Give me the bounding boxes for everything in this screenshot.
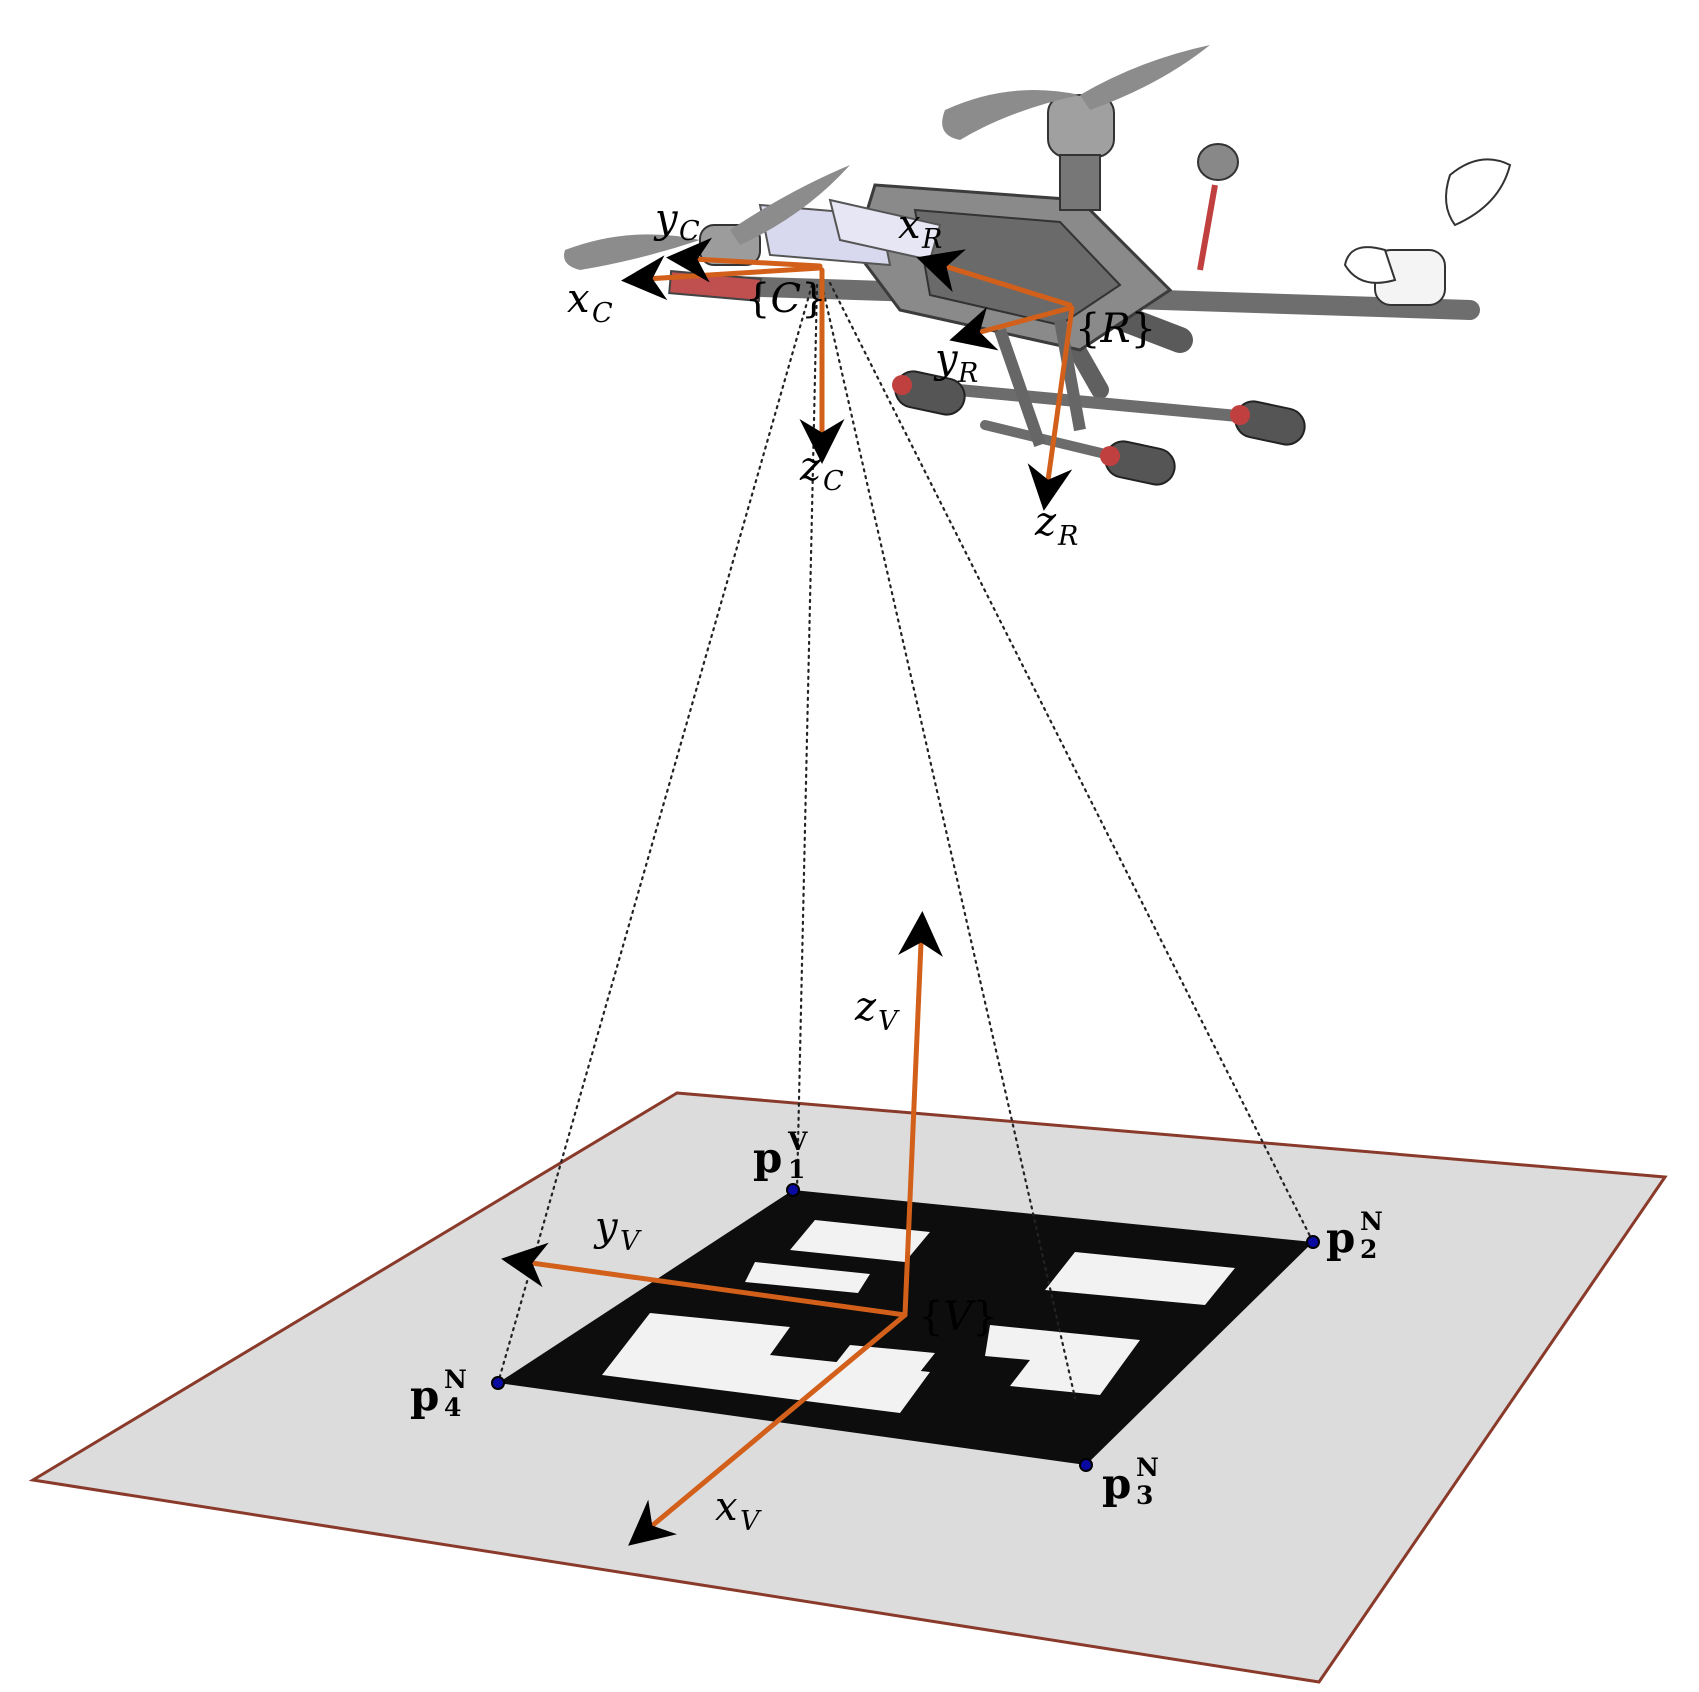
svg-text:{C}: {C}: [745, 276, 827, 322]
svg-text:1: 1: [788, 1155, 805, 1184]
svg-text:C: C: [592, 298, 613, 329]
z-v-axis: [897, 911, 943, 1318]
x-c-axis: [621, 255, 823, 301]
svg-text:2: 2: [1360, 1235, 1377, 1264]
label-y-c: y C: [653, 196, 700, 247]
svg-text:p: p: [753, 1133, 782, 1182]
svg-text:{R}: {R}: [1075, 306, 1156, 352]
svg-text:z: z: [854, 984, 877, 1030]
svg-text:C: C: [679, 216, 700, 247]
svg-text:3: 3: [1136, 1481, 1153, 1510]
y-r-axis: [949, 305, 1073, 351]
projection-ray-p3: [820, 283, 1077, 1400]
label-x-c: x C: [567, 276, 613, 329]
svg-text:z: z: [799, 444, 822, 490]
label-p3: p N 3: [1102, 1453, 1159, 1510]
label-x-r: x R: [898, 202, 942, 255]
svg-text:C: C: [823, 466, 844, 497]
svg-text:4: 4: [444, 1393, 461, 1422]
svg-text:p: p: [410, 1371, 439, 1420]
corner-point-p3: [1079, 1458, 1093, 1472]
label-frame-c: {C}: [745, 276, 827, 322]
z-r-axis: [1027, 305, 1075, 511]
label-z-r: z R: [1034, 499, 1078, 552]
x-v-axis: [628, 1312, 908, 1546]
svg-text:z: z: [1034, 499, 1057, 545]
y-v-axis: [501, 1242, 908, 1318]
svg-text:x: x: [898, 202, 921, 248]
quadrotor-drone-icon: [564, 45, 1512, 486]
y-c-axis: [666, 237, 823, 283]
svg-text:V: V: [878, 1006, 900, 1037]
svg-text:x: x: [715, 1484, 738, 1530]
svg-text:R: R: [921, 224, 942, 255]
svg-text:{V}: {V}: [918, 1294, 998, 1340]
corner-point-p4: [491, 1376, 505, 1390]
label-p4: p N 4: [410, 1365, 467, 1422]
label-y-v: y V: [593, 1204, 642, 1257]
svg-text:y: y: [933, 336, 959, 382]
svg-text:x: x: [567, 276, 590, 322]
corner-point-p2: [1306, 1235, 1320, 1249]
x-r-axis: [916, 249, 1073, 308]
label-frame-v: {V}: [918, 1294, 998, 1340]
svg-text:V: V: [787, 1127, 808, 1156]
svg-text:y: y: [653, 196, 679, 242]
projection-ray-p1: [795, 283, 819, 1192]
svg-text:N: N: [1360, 1207, 1383, 1236]
svg-text:p: p: [1326, 1213, 1355, 1262]
svg-text:y: y: [593, 1204, 619, 1250]
corner-point-p1: [786, 1183, 800, 1197]
fiducial-marker-icon: [498, 1190, 1313, 1465]
label-z-c: z C: [799, 444, 844, 497]
svg-text:R: R: [957, 358, 978, 389]
label-y-r: y R: [933, 336, 978, 389]
svg-text:N: N: [444, 1365, 467, 1394]
svg-text:V: V: [740, 1506, 762, 1537]
label-z-v: z V: [854, 984, 900, 1037]
label-frame-r: {R}: [1075, 306, 1156, 352]
svg-text:R: R: [1057, 521, 1078, 552]
label-p1: p V 1: [753, 1127, 808, 1184]
label-p2: p N 2: [1326, 1207, 1383, 1264]
svg-text:p: p: [1102, 1459, 1131, 1508]
label-x-v: x V: [715, 1484, 762, 1537]
svg-text:V: V: [620, 1226, 642, 1257]
svg-text:N: N: [1136, 1453, 1159, 1482]
projection-ray-p4: [496, 283, 814, 1385]
